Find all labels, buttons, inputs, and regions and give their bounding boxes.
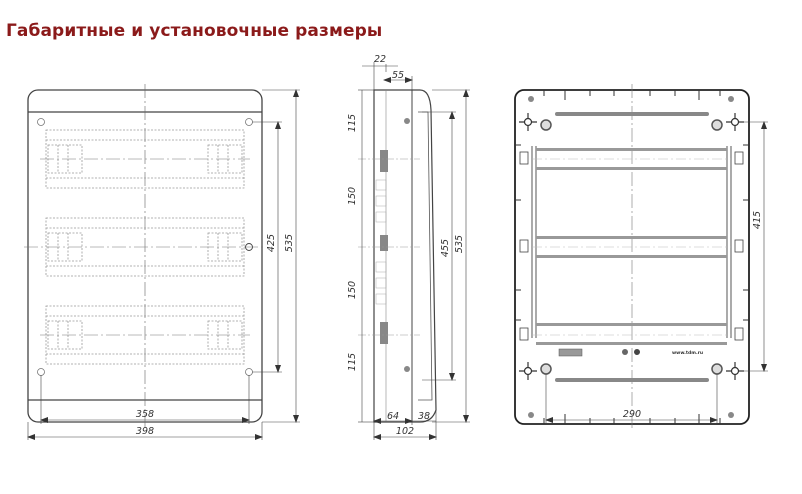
dim-seg2: 150: [347, 187, 358, 205]
dim-total-height: 535: [284, 234, 295, 252]
dim-back-mount-height: 415: [752, 211, 763, 229]
page-title: Габаритные и установочные размеры: [6, 21, 383, 41]
dim-side-total-height: 535: [454, 235, 465, 253]
dim-total-depth: 102: [396, 426, 414, 437]
side-view: 22 55 115 150 150 115 455 535 64 38 102: [347, 54, 470, 440]
dim-door-height: 455: [440, 239, 451, 257]
front-view: 358 398 425 535: [24, 84, 300, 440]
dim-back-mount-width: 290: [623, 409, 641, 420]
dim-mount-height: 425: [266, 234, 277, 252]
dim-seg3: 150: [347, 281, 358, 299]
dim-depth-top: 55: [392, 70, 404, 81]
dim-top-offset: 22: [374, 54, 386, 65]
dim-door-depth: 38: [418, 411, 430, 422]
dim-seg4: 115: [347, 353, 358, 371]
dim-outer-width: 398: [136, 426, 154, 437]
marking-label: [558, 348, 583, 357]
dim-inner-width: 358: [136, 409, 154, 420]
back-view: www.tdm.ru 415 290: [514, 84, 768, 428]
dim-base-depth: 64: [387, 411, 399, 422]
back-label-url: www.tdm.ru: [672, 350, 703, 356]
dim-seg1: 115: [347, 114, 358, 132]
